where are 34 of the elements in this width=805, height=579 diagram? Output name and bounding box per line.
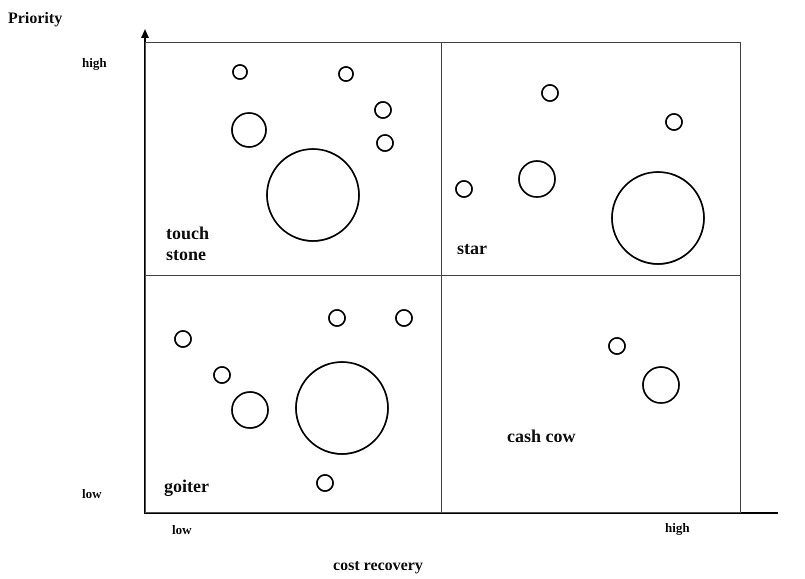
axis-tick-label: low: [172, 522, 192, 538]
bubble: [213, 366, 231, 384]
bubble: [374, 101, 392, 119]
bubble: [338, 66, 354, 82]
quadrant-box: [441, 275, 741, 513]
axis-title: cost recovery: [333, 557, 423, 575]
bubble: [231, 112, 267, 148]
quadrant-box: [145, 42, 442, 276]
bubble: [541, 84, 559, 102]
quadrant-label: cash cow: [507, 426, 576, 447]
bubble: [232, 64, 248, 80]
bubble: [174, 330, 192, 348]
quadrant-box: [441, 42, 741, 276]
bubble: [395, 309, 413, 327]
quadrant-box: [145, 275, 442, 513]
axis-tick-label: high: [82, 55, 107, 71]
axis-tick-label: high: [665, 520, 690, 536]
bubble: [665, 113, 683, 131]
bubble: [518, 160, 556, 198]
bubble: [642, 366, 680, 404]
quadrant-label: star: [457, 238, 488, 259]
bubble: [376, 134, 394, 152]
quadrant-label: touch stone: [166, 223, 210, 265]
bubble: [608, 337, 626, 355]
bubble: [231, 391, 269, 429]
bubble: [316, 474, 334, 492]
bubble: [328, 309, 346, 327]
bubble: [266, 148, 360, 242]
bubble: [295, 361, 389, 455]
quadrant-label: goiter: [164, 476, 210, 497]
bubble: [455, 180, 473, 198]
bubble: [611, 171, 705, 265]
axis-tick-label: low: [82, 486, 102, 502]
axis-title: Priority: [8, 10, 62, 28]
